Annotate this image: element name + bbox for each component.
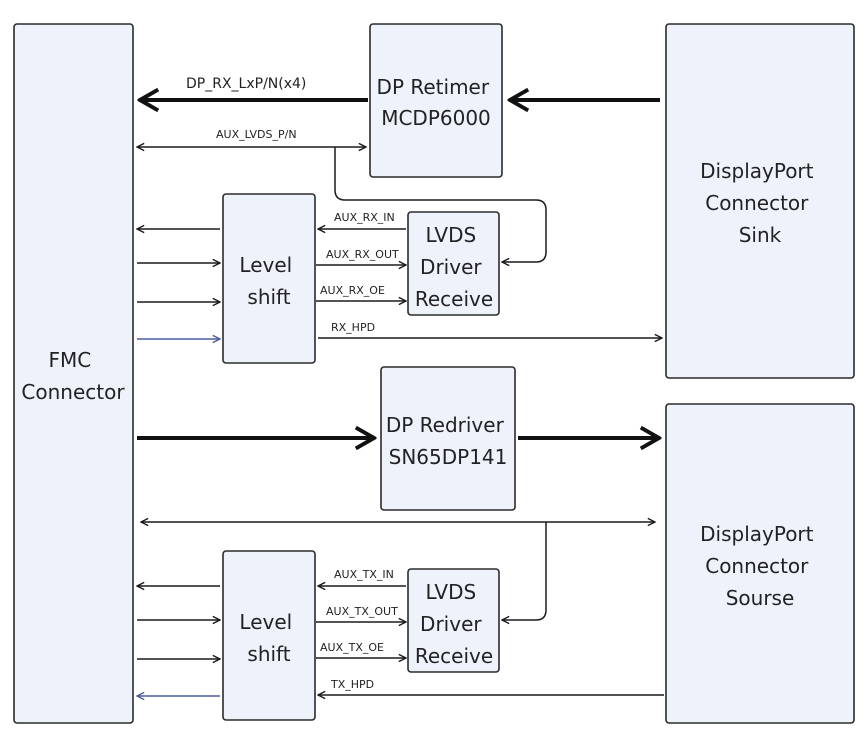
aux-rx-out-label: AUX_RX_OUT: [326, 248, 399, 261]
dp-redriver-block: DP Redriver SN65DP141: [380, 366, 516, 511]
displayport-source-block: DisplayPort Connector Sourse: [665, 403, 855, 724]
fmc-connector-block: FMC Connector: [13, 23, 134, 724]
dp-retimer-label: DP Retimer MCDP6000: [377, 75, 496, 130]
dp-rx-label: DP_RX_LxP/N(x4): [186, 76, 306, 92]
aux-tx-oe-label: AUX_TX_OE: [320, 641, 384, 654]
lvds-driver-rx-label: LVDS Driver Receive: [415, 223, 493, 311]
aux-tx-to-lvds-tx-wire: [502, 522, 547, 620]
aux-lvds-label: AUX_LVDS_P/N: [216, 128, 297, 141]
aux-rx-in-label: AUX_RX_IN: [334, 211, 395, 224]
aux-rx-oe-label: AUX_RX_OE: [320, 284, 385, 297]
dp-retimer-block: DP Retimer MCDP6000: [369, 23, 503, 178]
aux-tx-out-label: AUX_TX_OUT: [326, 605, 398, 618]
lvds-driver-tx-block: LVDS Driver Receive: [407, 568, 500, 673]
rx-hpd-label: RX_HPD: [331, 321, 375, 334]
level-shift-tx-block: Level shift: [222, 550, 316, 721]
level-shift-rx-block: Level shift: [222, 193, 316, 364]
displayport-sink-label: DisplayPort Connector Sink: [700, 159, 820, 247]
dp-redriver-label: DP Redriver SN65DP141: [386, 413, 510, 469]
tx-hpd-label: TX_HPD: [330, 678, 374, 691]
lvds-driver-rx-block: LVDS Driver Receive: [407, 211, 500, 316]
aux-lvds-to-lvds-rx-wire: [334, 147, 547, 262]
level-shift-rx-label: Level shift: [239, 253, 298, 309]
fmc-connector-label: FMC Connector: [21, 348, 125, 404]
displayport-source-label: DisplayPort Connector Sourse: [700, 522, 820, 610]
lvds-driver-tx-label: LVDS Driver Receive: [415, 580, 493, 668]
aux-tx-in-label: AUX_TX_IN: [334, 568, 394, 581]
displayport-sink-block: DisplayPort Connector Sink: [665, 23, 855, 379]
level-shift-tx-label: Level shift: [239, 610, 298, 666]
